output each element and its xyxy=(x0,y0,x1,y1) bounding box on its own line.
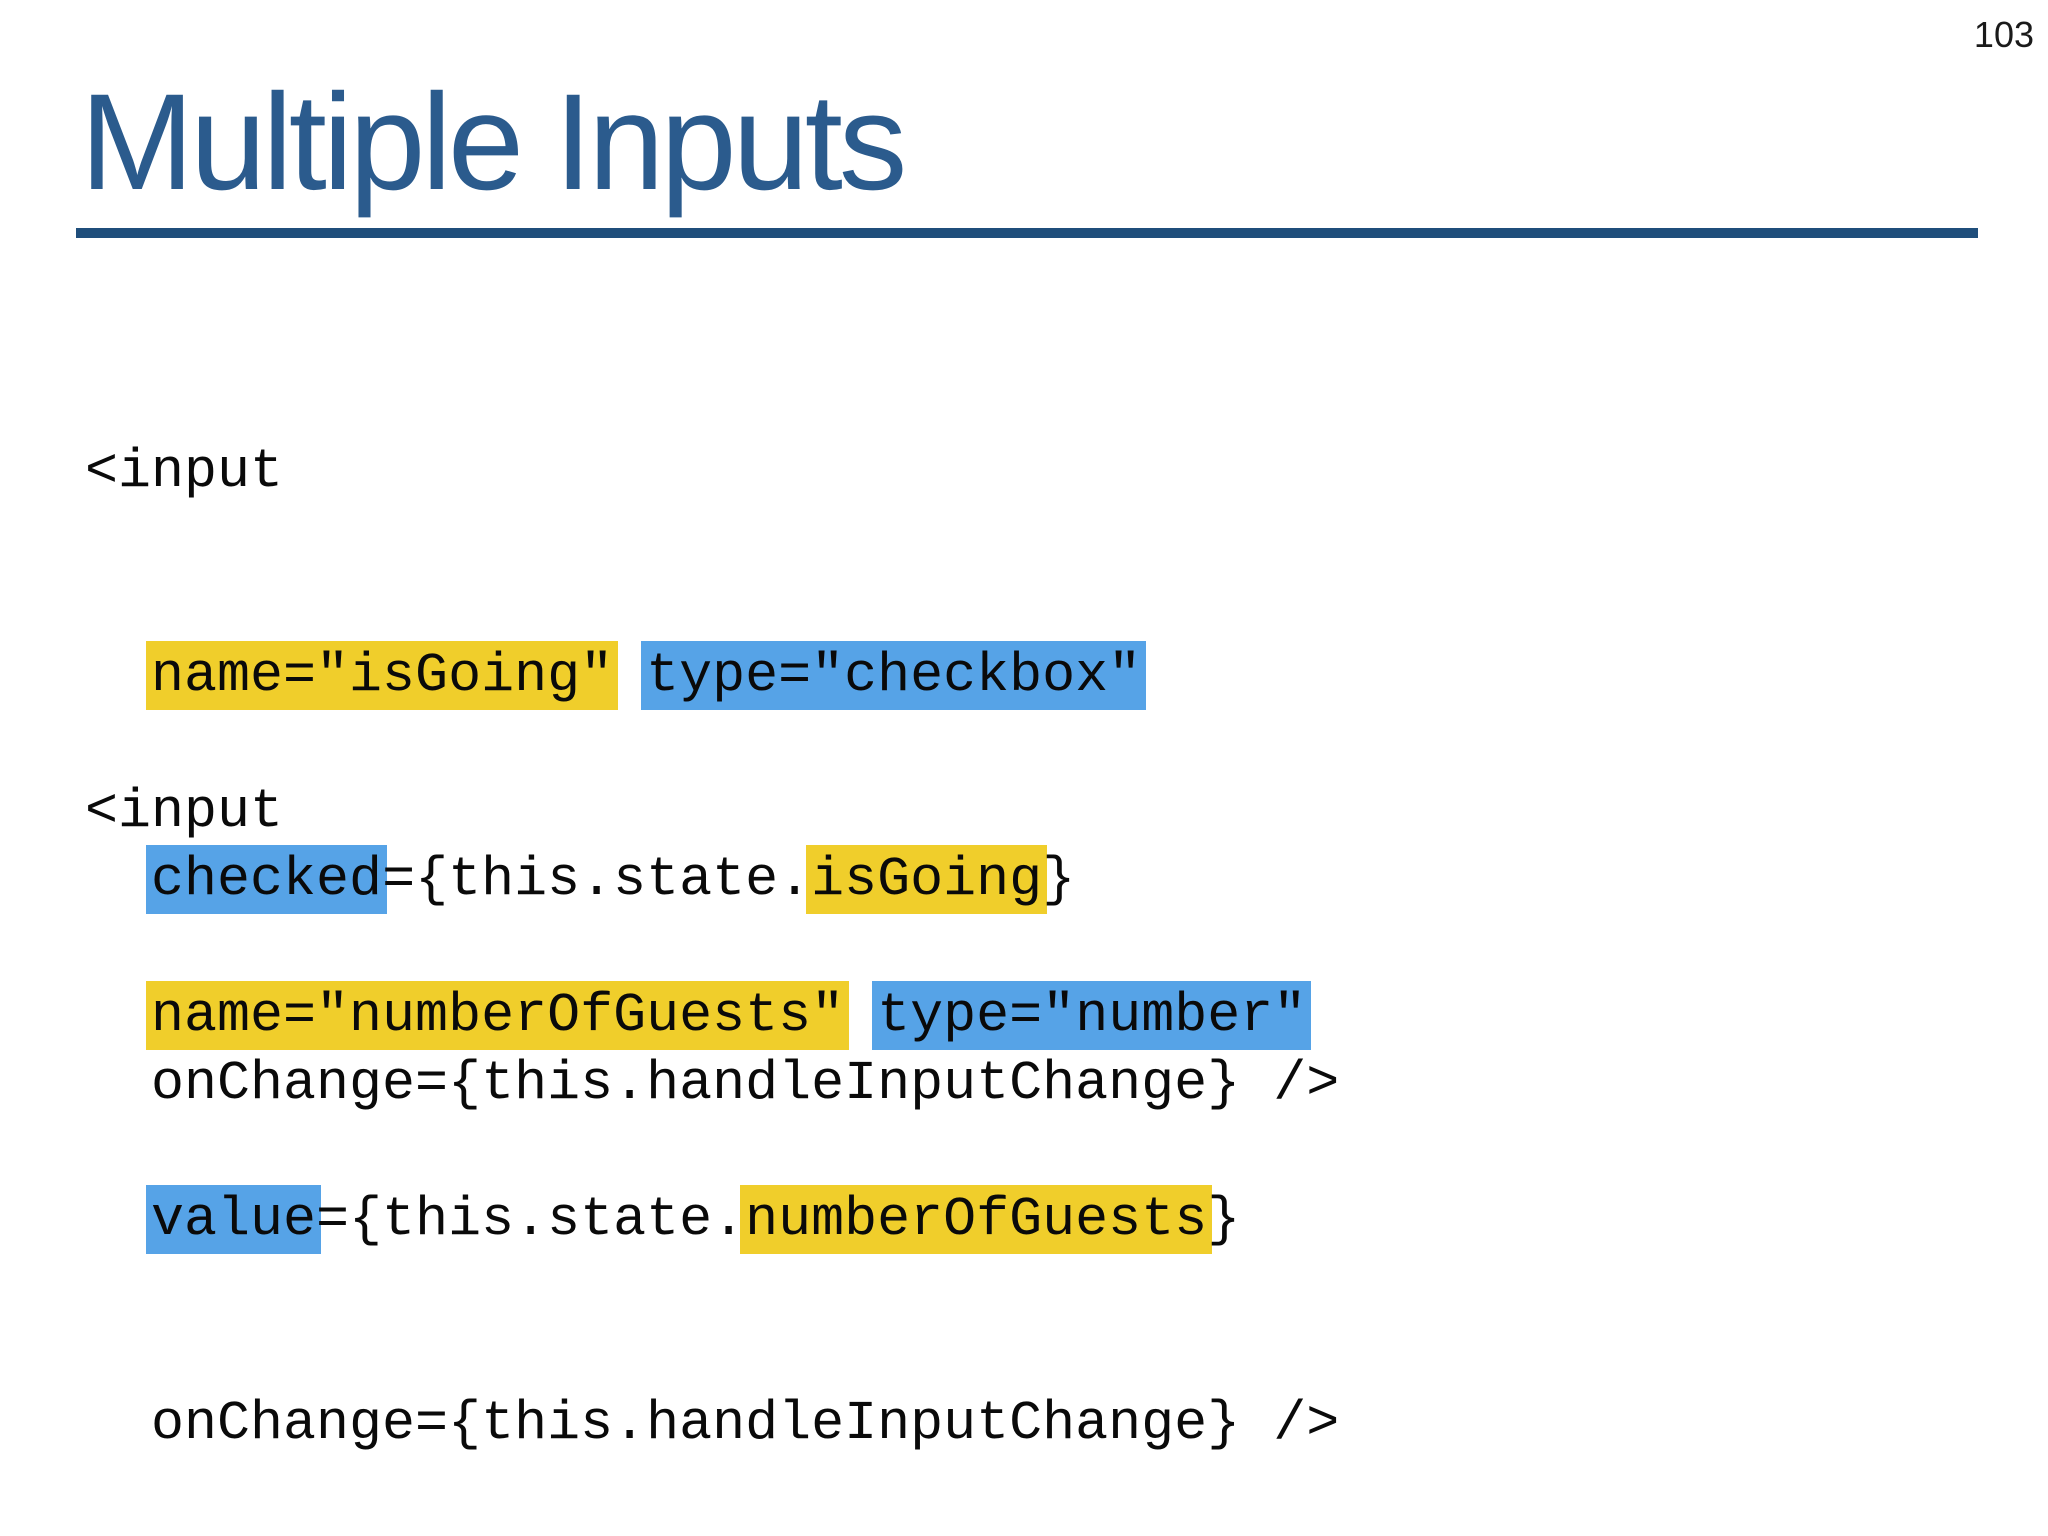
code-segment-highlight: type="number" xyxy=(877,981,1307,1050)
code-segment: } xyxy=(1207,1188,1241,1251)
code-segment: <input xyxy=(85,780,284,843)
code-segment: ={this.state. xyxy=(382,848,812,911)
code-segment-highlight: numberOfGuests xyxy=(745,1185,1208,1254)
code-segment: <input xyxy=(85,440,284,503)
code-segment xyxy=(85,984,151,1047)
code-block-checkbox-input: <input name="isGoing" type="checkbox" ch… xyxy=(85,302,1339,1254)
code-segment xyxy=(844,984,877,1047)
code-line: name="numberOfGuests" type="number" xyxy=(85,981,1339,1050)
code-segment xyxy=(85,1188,151,1251)
code-segment: onChange={this.handleInputChange} /> xyxy=(85,1052,1340,1115)
code-segment: ={this.state. xyxy=(316,1188,746,1251)
code-line: value={this.state.numberOfGuests} xyxy=(85,1185,1339,1254)
page-title: Multiple Inputs xyxy=(80,66,907,219)
code-segment: } xyxy=(1042,848,1076,911)
code-segment: onChange={this.handleInputChange} /> xyxy=(85,1392,1340,1455)
code-line: <input xyxy=(85,778,1339,846)
code-block-number-input: <input name="numberOfGuests" type="numbe… xyxy=(85,642,1339,1536)
title-underline xyxy=(76,228,1978,238)
code-line: onChange={this.handleInputChange} /> xyxy=(85,1390,1339,1458)
code-line: checked={this.state.isGoing} xyxy=(85,845,1339,914)
code-segment-highlight: checked xyxy=(151,845,383,914)
code-segment-highlight: isGoing xyxy=(811,845,1043,914)
code-segment-highlight: type="checkbox" xyxy=(646,641,1142,710)
code-line: name="isGoing" type="checkbox" xyxy=(85,641,1339,710)
code-segment-highlight: value xyxy=(151,1185,317,1254)
code-line: <input xyxy=(85,438,1339,506)
code-segment-highlight: name="numberOfGuests" xyxy=(151,981,845,1050)
code-segment-highlight: name="isGoing" xyxy=(151,641,614,710)
page-number: 103 xyxy=(1973,14,2034,55)
code-line: onChange={this.handleInputChange} /> xyxy=(85,1050,1339,1118)
